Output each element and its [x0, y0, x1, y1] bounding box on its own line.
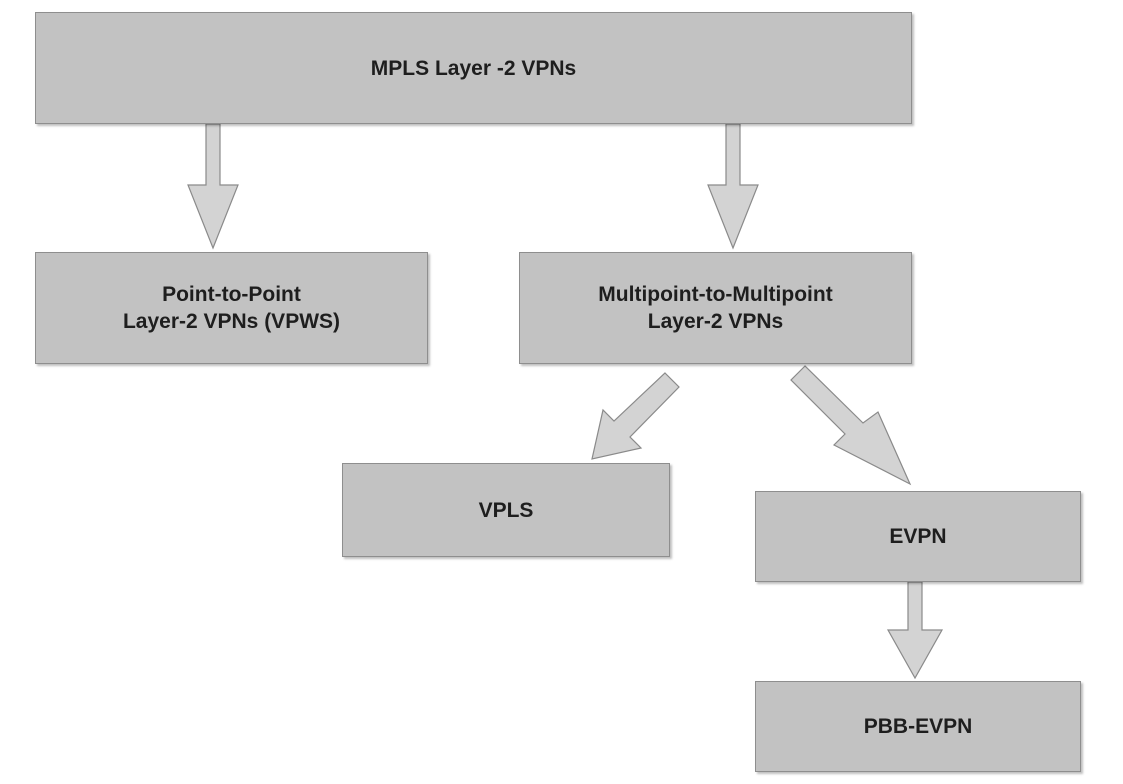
node-pbb-evpn: PBB-EVPN — [755, 681, 1081, 772]
node-vpls: VPLS — [342, 463, 670, 557]
node-label-line1: Point-to-Point — [162, 283, 301, 306]
node-multipoint-to-multipoint: Multipoint-to-Multipoint Layer-2 VPNs — [519, 252, 912, 364]
node-label-line2: Layer-2 VPNs — [647, 310, 784, 333]
node-point-to-point-vpws: Point-to-Point Layer-2 VPNs (VPWS) — [35, 252, 428, 364]
arrow-root-to-multipoint — [707, 123, 759, 250]
node-label: EVPN — [889, 525, 947, 548]
node-label: MPLS Layer -2 VPNs — [370, 56, 577, 80]
node-evpn: EVPN — [755, 491, 1081, 582]
arrow-multipoint-to-vpls — [591, 372, 680, 460]
arrow-root-to-p2p — [187, 123, 239, 250]
node-label: PBB-EVPN — [863, 715, 973, 738]
arrow-evpn-to-pbb-evpn — [886, 581, 944, 680]
arrow-multipoint-to-evpn — [790, 365, 912, 486]
node-mpls-layer2-vpns: MPLS Layer -2 VPNs — [35, 12, 912, 124]
node-label-line1: Multipoint-to-Multipoint — [598, 283, 833, 306]
node-label: VPLS — [478, 498, 534, 522]
node-label-line2: Layer-2 VPNs (VPWS) — [122, 310, 341, 333]
